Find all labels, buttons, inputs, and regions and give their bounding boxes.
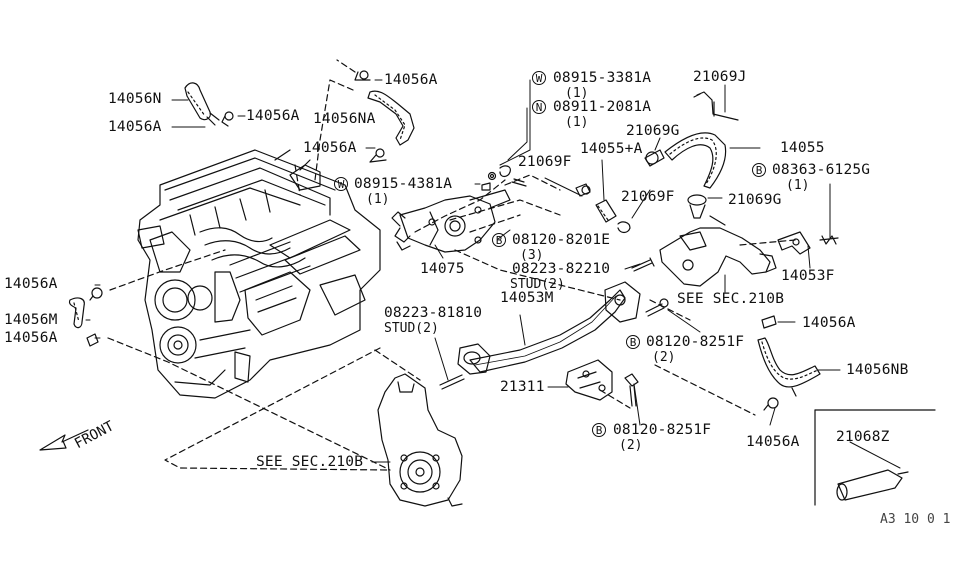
see-sec-210b-lower[interactable]: SEE SEC.210B bbox=[256, 454, 364, 470]
hose-14055a bbox=[575, 183, 631, 234]
thermostat-housing-14075 bbox=[391, 189, 511, 253]
callout-21069f-1[interactable]: 21069F bbox=[518, 154, 572, 170]
hose-14056nb bbox=[757, 315, 821, 411]
hose-14056na bbox=[354, 70, 415, 146]
callout-08911-2081a[interactable]: 08911-2081A bbox=[553, 99, 652, 115]
callout-08120-8201e[interactable]: 08120-8201E bbox=[512, 232, 611, 248]
callout-08223-82210[interactable]: 08223-82210 bbox=[512, 261, 611, 277]
washer-symbol-2: W bbox=[334, 177, 348, 191]
bolt-symbol: B bbox=[752, 163, 766, 177]
callout-14056a-3[interactable]: 14056A bbox=[384, 72, 438, 88]
callout-14056na[interactable]: 14056NA bbox=[313, 111, 376, 127]
stud-81810 bbox=[439, 374, 465, 390]
callout-08223-81810[interactable]: 08223-81810 bbox=[384, 305, 483, 321]
callout-14055[interactable]: 14055 bbox=[780, 140, 825, 156]
sensor-21069j bbox=[693, 91, 739, 121]
washer-symbol: W bbox=[532, 71, 546, 85]
diagram-ref-code: A3 10 0 1 bbox=[880, 512, 951, 527]
hose-14056m bbox=[68, 287, 103, 347]
callout-14056a-1[interactable]: 14056A bbox=[108, 119, 162, 135]
callout-14056a-5[interactable]: 14056A bbox=[4, 276, 58, 292]
stud-82210 bbox=[631, 257, 655, 272]
callout-21069g-1[interactable]: 21069G bbox=[626, 123, 680, 139]
qty-08120-8251f-1: (2) bbox=[652, 350, 676, 365]
leader-lines bbox=[85, 79, 901, 469]
water-pipe-14053m bbox=[457, 281, 641, 375]
callout-21069f-2[interactable]: 21069F bbox=[621, 189, 675, 205]
callout-14053m[interactable]: 14053M bbox=[500, 290, 554, 306]
callout-08915-4381a[interactable]: 08915-4381A bbox=[354, 176, 453, 192]
bracket-14053f bbox=[777, 231, 839, 255]
qty-08915-4381a: (1) bbox=[366, 192, 390, 207]
bolt-symbol-3: B bbox=[626, 335, 640, 349]
callout-08915-3381a[interactable]: 08915-3381A bbox=[553, 70, 652, 86]
callout-14055a[interactable]: 14055+A bbox=[580, 141, 643, 157]
front-arrow bbox=[39, 429, 89, 451]
nut-symbol: N bbox=[532, 100, 546, 114]
qty-08120-8201e: (3) bbox=[520, 248, 544, 263]
stud-08223-82210: STUD(2) bbox=[510, 277, 565, 292]
see-sec-210b-upper[interactable]: SEE SEC.210B bbox=[677, 291, 785, 307]
callout-21311[interactable]: 21311 bbox=[500, 379, 545, 395]
callout-14056m[interactable]: 14056M bbox=[4, 312, 58, 328]
clip-14056a-upper bbox=[369, 148, 387, 163]
qty-08915-3381a: (1) bbox=[565, 86, 589, 101]
callout-14056a-2[interactable]: 14056A bbox=[246, 108, 300, 124]
callout-14056a-8[interactable]: 14056A bbox=[746, 434, 800, 450]
bolt-symbol-4: B bbox=[592, 423, 606, 437]
qty-08911-2081a: (1) bbox=[565, 115, 589, 130]
hose-14055 bbox=[644, 132, 727, 189]
qty-08120-8251f-2: (2) bbox=[619, 438, 643, 453]
box-21068z bbox=[814, 409, 936, 506]
engine-assembly bbox=[137, 149, 381, 399]
callout-08120-8251f-2[interactable]: 08120-8251F bbox=[613, 422, 712, 438]
callout-08363-6125g[interactable]: 08363-6125G bbox=[772, 162, 871, 178]
callout-14056n[interactable]: 14056N bbox=[108, 91, 162, 107]
washers-bolts bbox=[481, 165, 527, 191]
hose-14056n bbox=[184, 82, 234, 127]
callout-14075[interactable]: 14075 bbox=[420, 261, 465, 277]
callout-14053f[interactable]: 14053F bbox=[781, 268, 835, 284]
callout-21069g-2[interactable]: 21069G bbox=[728, 192, 782, 208]
bolt-8251f-upper bbox=[645, 298, 669, 317]
callout-21069j[interactable]: 21069J bbox=[693, 69, 747, 85]
stud-08223-81810: STUD(2) bbox=[384, 321, 439, 336]
water-outlet-assembly bbox=[659, 194, 777, 287]
callout-08120-8251f-1[interactable]: 08120-8251F bbox=[646, 334, 745, 350]
dashed-leaders bbox=[107, 59, 796, 471]
callout-14056nb[interactable]: 14056NB bbox=[846, 362, 909, 378]
callout-14056a-6[interactable]: 14056A bbox=[4, 330, 58, 346]
bolt-symbol-2: B bbox=[492, 233, 506, 247]
water-pump-lower bbox=[377, 373, 463, 507]
callout-14056a-7[interactable]: 14056A bbox=[802, 315, 856, 331]
callout-21068z[interactable]: 21068Z bbox=[836, 429, 890, 445]
bracket-21311 bbox=[565, 359, 639, 407]
callout-14056a-4[interactable]: 14056A bbox=[303, 140, 357, 156]
qty-08363-6125g: (1) bbox=[786, 178, 810, 193]
